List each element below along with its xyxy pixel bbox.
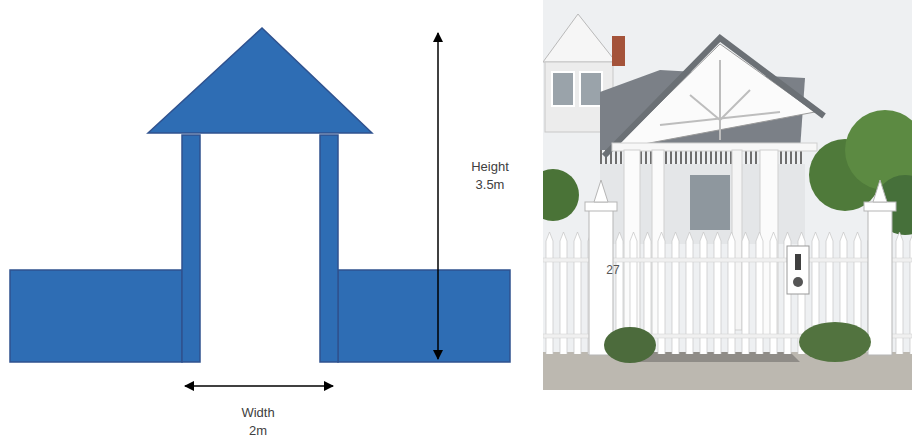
post-left bbox=[182, 135, 200, 362]
post-right bbox=[320, 135, 338, 362]
porch-fretwork bbox=[660, 60, 780, 140]
dimension-label-slot: Height 3.5m bbox=[462, 158, 518, 193]
bush bbox=[799, 322, 871, 362]
tree bbox=[543, 169, 579, 221]
width-dimension bbox=[185, 385, 333, 387]
house-photo bbox=[543, 0, 912, 390]
roof-triangle bbox=[148, 28, 372, 133]
porch-beam bbox=[612, 143, 817, 151]
fence-left bbox=[10, 270, 182, 362]
house-number: 27 bbox=[598, 262, 628, 278]
height-dimension bbox=[437, 33, 439, 359]
gate-silhouette bbox=[10, 28, 510, 362]
dimension-label: Width 2m bbox=[235, 404, 281, 439]
window bbox=[580, 72, 602, 106]
window bbox=[552, 72, 574, 106]
sky bbox=[543, 0, 912, 390]
bush bbox=[604, 327, 656, 363]
fence-right bbox=[338, 270, 510, 362]
porch-roof-edge bbox=[604, 38, 824, 156]
house-gable bbox=[543, 14, 616, 62]
house-number-slot: 27 bbox=[598, 262, 628, 278]
chimney bbox=[612, 36, 625, 66]
porch-gable bbox=[612, 44, 815, 150]
dimension-label-slot: Width 2m bbox=[235, 404, 281, 439]
window bbox=[690, 175, 730, 230]
letterbox bbox=[787, 246, 809, 294]
dimension-label: Height 3.5m bbox=[462, 158, 518, 193]
